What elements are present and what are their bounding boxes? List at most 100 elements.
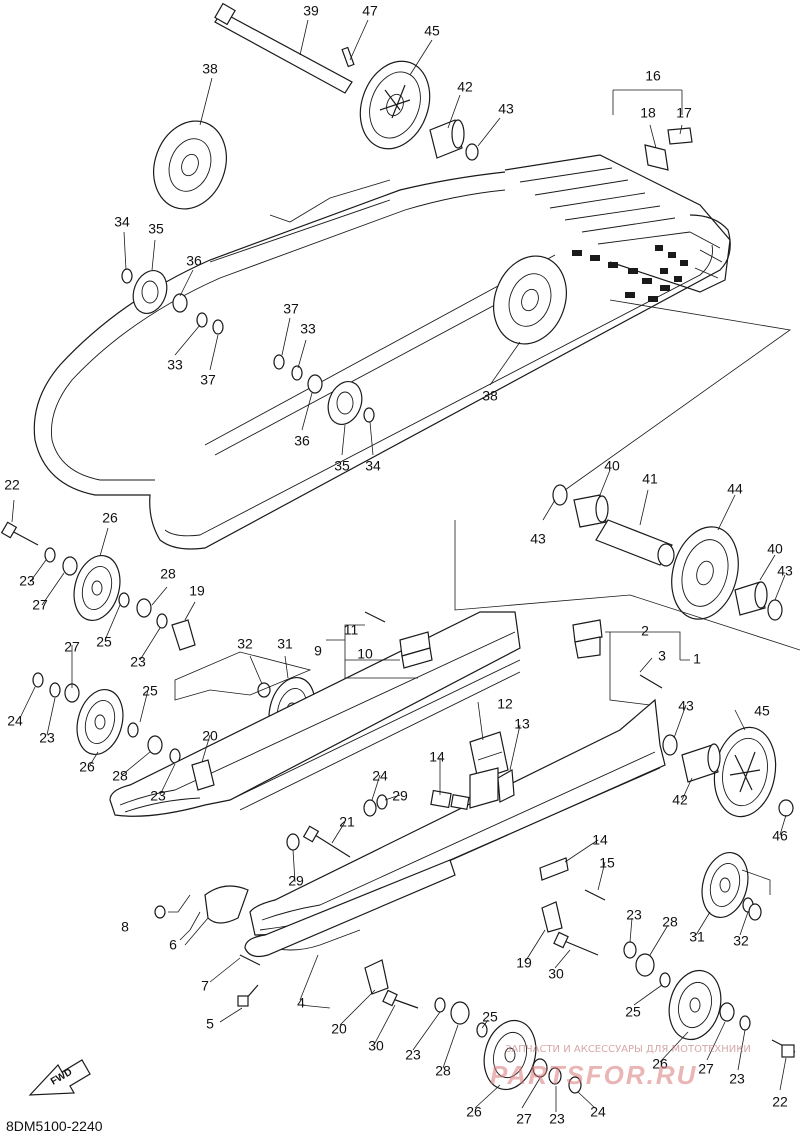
callout-24: 24 [7,713,23,729]
callout-29: 29 [288,873,304,889]
callout-11: 11 [344,622,359,638]
track-lugs [504,154,731,302]
callout-13: 13 [514,716,530,732]
callout-5: 5 [206,1016,214,1032]
callout-27: 27 [32,597,48,613]
callout-9: 9 [314,643,322,659]
wheel-44 [671,526,739,620]
guide-6 [204,885,249,924]
callout-44: 44 [727,481,743,497]
callout-14: 14 [429,749,445,765]
wheel-35-left [132,270,168,314]
callout-22: 22 [4,477,20,493]
spacer-40-b [734,581,768,616]
callout-43: 43 [678,698,694,714]
callout-26: 26 [652,1056,668,1072]
wheel-38-top [153,120,227,210]
bracket-18 [644,144,669,171]
bracket-2 [572,619,603,659]
watermark: ЗАПЧАСТИ И АКСЕССУАРЫ ДЛЯ МОТОТЕХНИКИ PA… [490,1044,751,1090]
callout-47: 47 [362,3,378,19]
callout-34: 34 [114,214,130,230]
clip-14-left [430,789,470,810]
shaft-39 [214,2,353,94]
bracket-19-a [171,619,196,651]
callout-34: 34 [365,458,381,474]
callout-8: 8 [121,919,129,935]
spacer-40-a [573,494,609,528]
bracket-19-b [541,901,563,933]
callout-23: 23 [729,1071,745,1087]
callout-20: 20 [202,728,218,744]
callout-43: 43 [530,531,546,547]
callout-32: 32 [237,636,253,652]
callout-23: 23 [405,1047,421,1063]
wheel-31-right [701,852,749,918]
callout-40: 40 [767,541,783,557]
callout-16: 16 [645,68,661,84]
callout-19: 19 [189,583,205,599]
callout-30: 30 [368,1038,384,1054]
callout-39: 39 [303,3,319,19]
callout-37: 37 [283,301,299,317]
shaft-41 [595,519,675,567]
callout-31: 31 [277,636,293,652]
callout-43: 43 [498,101,514,117]
wheel-26-bottom-center [483,1019,537,1091]
callout-29: 29 [392,788,408,804]
callout-42: 42 [672,792,688,808]
callout-22: 22 [772,1094,788,1110]
bracket-20-b [364,959,389,995]
callout-43: 43 [777,563,793,579]
callout-27: 27 [516,1111,532,1127]
leader-lines [11,19,800,1112]
callout-17: 17 [676,105,692,121]
callout-45: 45 [754,703,770,719]
bracket-20-a [191,759,215,791]
callout-25: 25 [625,1004,641,1020]
idler-wheel-45-right [713,726,777,818]
wheel-38-mid [493,255,567,345]
stopper-block-12 [469,731,509,809]
callout-7: 7 [201,978,209,994]
callout-24: 24 [372,768,388,784]
callout-19: 19 [516,955,532,971]
callout-30: 30 [548,966,564,982]
callout-27: 27 [64,639,80,655]
callout-labels: 39 47 45 16 38 42 43 18 17 34 35 36 37 3… [4,3,793,1127]
callout-31: 31 [689,929,705,945]
watermark-brand: PARTSFOR.RU [490,1060,697,1090]
callout-36: 36 [186,253,202,269]
wheel-26-left-upper [73,555,121,621]
callout-1: 1 [693,651,701,667]
callout-23: 23 [150,788,166,804]
bracket-10 [399,631,433,669]
wear-strip-4 [244,859,456,958]
callout-25: 25 [482,1009,498,1025]
callout-21: 21 [339,814,355,830]
forward-arrow-icon: FWD [28,1059,91,1096]
callout-38: 38 [202,61,218,77]
drawing-code: 8DM5100-2240 [6,1118,103,1134]
callout-35: 35 [334,458,350,474]
spacer-42-right [681,743,721,783]
callout-6: 6 [169,937,177,953]
callout-15: 15 [599,855,615,871]
callout-4: 4 [297,995,305,1011]
callout-33: 33 [300,321,316,337]
callout-26: 26 [102,510,118,526]
callout-3: 3 [658,648,666,664]
idler-wheel-45-top [359,60,431,150]
callout-28: 28 [662,914,678,930]
callout-32: 32 [733,933,749,949]
watermark-tagline: ЗАПЧАСТИ И АКСЕССУАРЫ ДЛЯ МОТОТЕХНИКИ [505,1044,751,1055]
washers [32,143,794,1094]
callout-2: 2 [641,623,649,639]
callout-41: 41 [642,471,658,487]
callout-35: 35 [148,221,164,237]
callout-38: 38 [482,388,498,404]
callout-37: 37 [200,372,216,388]
callout-23: 23 [626,907,642,923]
spacer-42-top [429,119,465,159]
